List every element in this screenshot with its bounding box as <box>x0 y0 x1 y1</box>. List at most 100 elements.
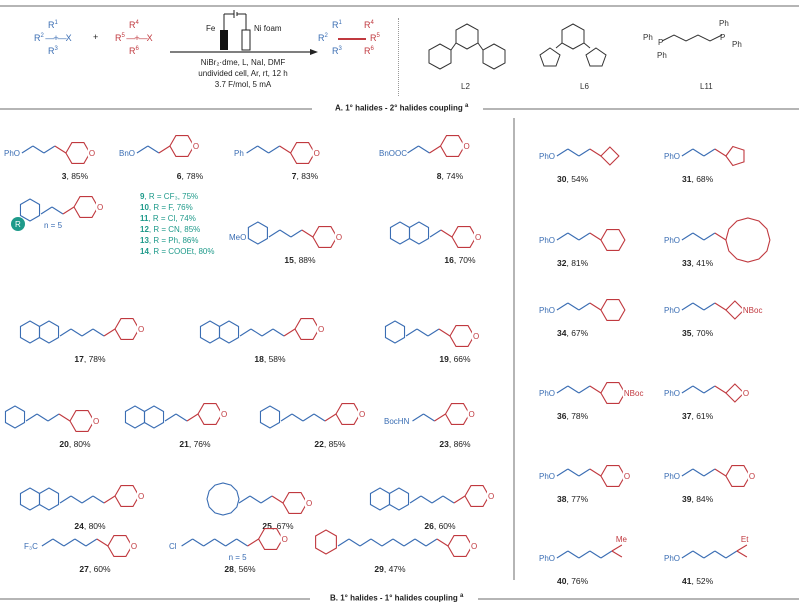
bond <box>423 413 435 422</box>
atom-mask <box>280 534 289 543</box>
bond <box>85 538 98 547</box>
ring <box>725 465 751 487</box>
bond <box>261 328 274 337</box>
aromatic-ring <box>19 320 41 344</box>
bond <box>414 538 427 547</box>
bond <box>92 328 105 337</box>
bond <box>703 550 716 559</box>
bond <box>589 232 602 241</box>
substituent-label: PhO <box>539 554 555 563</box>
reaction-conditions: NiBr₂·dme, L, NaI, DMF undivided cell, A… <box>158 57 328 90</box>
ligand-l11-label: L11 <box>700 82 713 91</box>
atom-mask <box>741 388 750 397</box>
heteroatom-label: O <box>743 389 749 398</box>
bond <box>25 413 38 422</box>
bond <box>425 538 438 547</box>
substituent-label: PhO <box>539 472 555 481</box>
aromatic-ring <box>143 405 165 429</box>
bond <box>436 538 449 547</box>
atom-mask <box>312 148 321 157</box>
header-dotted-divider <box>398 18 401 96</box>
bond <box>427 328 440 337</box>
bond <box>54 145 67 154</box>
bond <box>578 148 591 157</box>
aromatic-ring <box>19 198 41 222</box>
bond <box>147 145 160 154</box>
substituent-label: Ph <box>234 149 244 158</box>
bond <box>703 385 716 394</box>
ring <box>725 217 771 263</box>
aromatic-ring <box>19 487 41 511</box>
bond <box>313 413 326 422</box>
bond <box>74 538 87 547</box>
substituent-label: PhO <box>4 149 20 158</box>
aromatic-ring <box>259 405 281 429</box>
bond <box>589 148 602 157</box>
ring <box>449 325 475 347</box>
bond <box>43 145 56 154</box>
aromatic-ring <box>4 405 26 429</box>
bond <box>348 538 361 547</box>
bond <box>692 232 705 241</box>
heteroatom-label: O <box>469 410 475 419</box>
ring <box>600 299 626 321</box>
bond <box>714 468 727 477</box>
bond <box>81 328 94 337</box>
ring <box>114 318 140 340</box>
bond <box>567 385 580 394</box>
aromatic-ring <box>124 405 146 429</box>
plus-sign: + <box>93 32 99 42</box>
ring <box>725 383 745 403</box>
bond <box>32 145 45 154</box>
atom-mask <box>191 141 200 150</box>
substituent-label: PhO <box>664 554 680 563</box>
bond <box>63 538 76 547</box>
heteroatom-label: O <box>318 325 324 334</box>
bond <box>736 544 748 552</box>
aromatic-ring <box>218 320 240 344</box>
aromatic-ring <box>38 487 60 511</box>
condition-electrolysis: 3.7 F/mol, 5 mA <box>214 80 272 89</box>
heteroatom-label: O <box>138 325 144 334</box>
substituent-label: BnOOC <box>379 149 407 158</box>
atom-mask <box>467 409 475 418</box>
bond <box>279 229 292 238</box>
bond <box>239 328 252 337</box>
bond <box>302 413 315 422</box>
bond <box>250 328 263 337</box>
bond <box>567 550 580 559</box>
series-item: 13, R = Ph, 86% <box>140 236 199 245</box>
bond <box>714 148 727 157</box>
cathode-label: Ni foam <box>254 24 282 33</box>
bond <box>440 229 453 238</box>
ring <box>444 403 471 425</box>
bond <box>238 495 251 504</box>
bond <box>703 232 716 241</box>
bond <box>81 495 94 504</box>
ligand-l11-ph-2: Ph <box>657 51 667 60</box>
bond <box>589 468 602 477</box>
atom-mask <box>87 148 96 157</box>
atom-mask <box>474 232 482 241</box>
atom-mask <box>358 409 366 418</box>
ring <box>197 403 223 425</box>
bond <box>359 538 372 547</box>
ring <box>114 485 140 507</box>
substituent-label: PhO <box>664 472 680 481</box>
substituent-label: PhO <box>664 389 680 398</box>
bond <box>556 468 569 477</box>
bond <box>589 550 602 559</box>
bond <box>429 229 442 238</box>
ligand-l11-ph-1: Ph <box>643 33 653 42</box>
